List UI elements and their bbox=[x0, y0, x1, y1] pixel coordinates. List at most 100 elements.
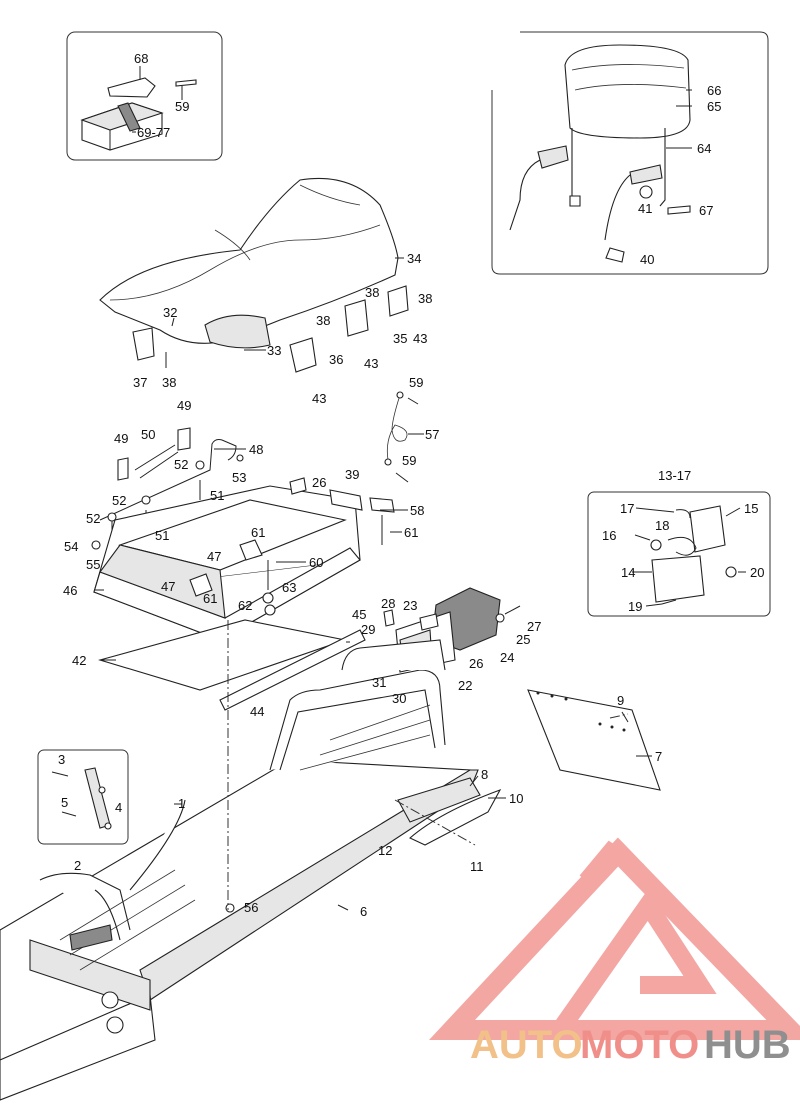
callout-53: 53 bbox=[232, 470, 246, 485]
callout-34: 34 bbox=[407, 251, 421, 266]
callout-6: 6 bbox=[360, 904, 367, 919]
callout-38: 38 bbox=[365, 285, 379, 300]
callout-40: 40 bbox=[640, 252, 654, 267]
callout-66: 66 bbox=[707, 83, 721, 98]
callout-37: 37 bbox=[133, 375, 147, 390]
callout-38: 38 bbox=[316, 313, 330, 328]
callout-8: 8 bbox=[481, 767, 488, 782]
wordmark-moto: MOTO bbox=[580, 1023, 699, 1067]
callout-22: 22 bbox=[458, 678, 472, 693]
callout-43: 43 bbox=[312, 391, 326, 406]
callout-42: 42 bbox=[72, 653, 86, 668]
callout-59: 59 bbox=[402, 453, 416, 468]
callout-52: 52 bbox=[174, 457, 188, 472]
callout-25: 25 bbox=[516, 632, 530, 647]
centerline bbox=[609, 713, 629, 719]
callout-63: 63 bbox=[282, 580, 296, 595]
callout-46: 46 bbox=[63, 583, 77, 598]
bolts-part bbox=[51, 767, 112, 830]
backrest-part bbox=[509, 44, 691, 263]
callout-32: 32 bbox=[163, 305, 177, 320]
callout-16: 16 bbox=[602, 528, 616, 543]
chassis-part bbox=[0, 639, 502, 1101]
callout-61: 61 bbox=[251, 525, 265, 540]
callout-48: 48 bbox=[249, 442, 263, 457]
callout-29: 29 bbox=[361, 622, 375, 637]
callout-49: 49 bbox=[177, 398, 191, 413]
callout-69-77: 69-77 bbox=[137, 125, 170, 140]
callout-4: 4 bbox=[115, 800, 122, 815]
callout-2: 2 bbox=[74, 858, 81, 873]
callout-10: 10 bbox=[509, 791, 523, 806]
callout-5: 5 bbox=[61, 795, 68, 810]
callout-61: 61 bbox=[404, 525, 418, 540]
callout-56: 56 bbox=[244, 900, 258, 915]
inset-box-bolts bbox=[37, 749, 129, 845]
callout-45: 45 bbox=[352, 607, 366, 622]
callout-43: 43 bbox=[413, 331, 427, 346]
callout-68: 68 bbox=[134, 51, 148, 66]
callout-1: 1 bbox=[178, 796, 185, 811]
callout-60: 60 bbox=[309, 555, 323, 570]
seat-part bbox=[99, 177, 409, 373]
callout-12: 12 bbox=[378, 843, 392, 858]
callout-61: 61 bbox=[203, 591, 217, 606]
rail-part bbox=[219, 629, 366, 711]
callout-28: 28 bbox=[381, 596, 395, 611]
callout-58: 58 bbox=[410, 503, 424, 518]
callout-26: 26 bbox=[469, 656, 483, 671]
leader-lines bbox=[94, 66, 746, 805]
callout-labels: 68 59 69-77 66 65 64 41 67 40 34 38 38 3… bbox=[58, 51, 764, 919]
callout-24: 24 bbox=[500, 650, 514, 665]
callout-54: 54 bbox=[64, 539, 78, 554]
callout-64: 64 bbox=[697, 141, 711, 156]
callout-67: 67 bbox=[699, 203, 713, 218]
callout-41: 41 bbox=[638, 201, 652, 216]
wordmark-hub: HUB bbox=[704, 1023, 791, 1067]
automotohub-wordmark: AUTO MOTO HUB bbox=[470, 1023, 791, 1067]
callout-43: 43 bbox=[364, 356, 378, 371]
callout-39: 39 bbox=[345, 467, 359, 482]
callout-59: 59 bbox=[409, 375, 423, 390]
callout-52: 52 bbox=[86, 511, 100, 526]
wordmark-auto: AUTO bbox=[470, 1023, 583, 1067]
callout-30: 30 bbox=[392, 691, 406, 706]
rod-assembly-part bbox=[91, 427, 244, 560]
callout-59: 59 bbox=[175, 99, 189, 114]
callout-18: 18 bbox=[655, 518, 669, 533]
callout-11: 11 bbox=[470, 859, 484, 874]
callout-51: 51 bbox=[155, 528, 169, 543]
callout-31: 31 bbox=[372, 675, 386, 690]
mat-part bbox=[98, 619, 348, 691]
callout-36: 36 bbox=[329, 352, 343, 367]
callout-51: 51 bbox=[210, 488, 224, 503]
callout-55: 55 bbox=[86, 557, 100, 572]
inset-box-seat-bag bbox=[66, 31, 223, 161]
callout-47: 47 bbox=[161, 579, 175, 594]
callout-38: 38 bbox=[418, 291, 432, 306]
callout-44: 44 bbox=[250, 704, 264, 719]
callout-27: 27 bbox=[527, 619, 541, 634]
callout-57: 57 bbox=[425, 427, 439, 442]
callout-33: 33 bbox=[267, 343, 281, 358]
plate-bracket-part bbox=[634, 505, 737, 605]
callout-35: 35 bbox=[393, 331, 407, 346]
callout-17: 17 bbox=[620, 501, 634, 516]
callout-3: 3 bbox=[58, 752, 65, 767]
callout-14: 14 bbox=[621, 565, 635, 580]
callout-26: 26 bbox=[312, 475, 326, 490]
callout-15: 15 bbox=[744, 501, 758, 516]
callout-13-17: 13-17 bbox=[658, 468, 691, 483]
inset-box-backrest bbox=[491, 31, 769, 275]
callout-9: 9 bbox=[617, 693, 624, 708]
callout-7: 7 bbox=[655, 749, 662, 764]
centerline bbox=[394, 799, 476, 846]
callout-19: 19 bbox=[628, 599, 642, 614]
callout-38: 38 bbox=[162, 375, 176, 390]
mudflap-part bbox=[527, 689, 661, 791]
callout-49: 49 bbox=[114, 431, 128, 446]
callout-20: 20 bbox=[750, 565, 764, 580]
storage-box-part bbox=[93, 477, 395, 641]
callout-47: 47 bbox=[207, 549, 221, 564]
